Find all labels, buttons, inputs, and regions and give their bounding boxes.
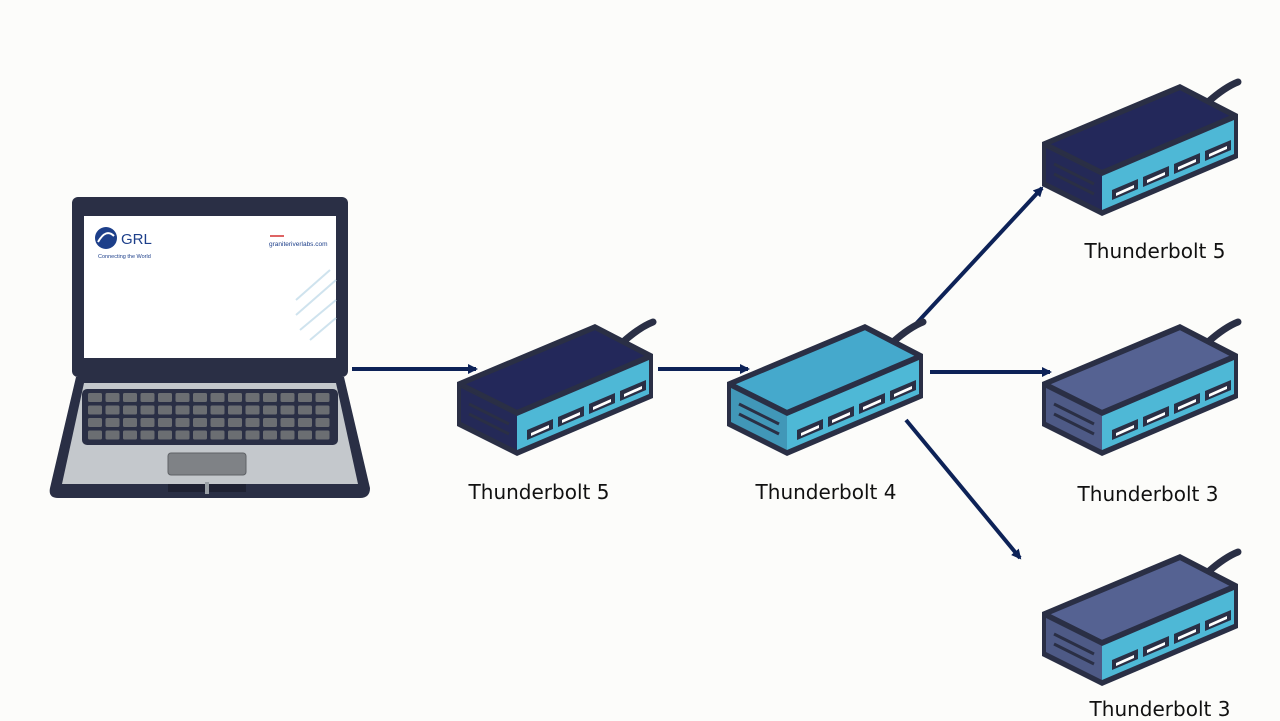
arrow-hub-2-to-hub-5 [904, 418, 1022, 560]
keyboard-key [175, 418, 190, 427]
keyboard-key [298, 393, 312, 402]
hub-5-label: Thunderbolt 3 [1089, 697, 1231, 721]
laptop-icon: GRL Connecting the World graniteriverlab… [49, 197, 371, 498]
keyboard-key [123, 405, 137, 415]
hub-3-thunderbolt-hub-icon [1042, 78, 1242, 216]
keyboard-key [263, 430, 277, 440]
connections [352, 186, 1052, 560]
keyboard-key [193, 393, 207, 402]
keyboard-key [228, 393, 242, 402]
keyboard-key [280, 393, 295, 402]
keyboard-key [280, 430, 295, 440]
keyboard-key [280, 418, 295, 427]
hub-4-thunderbolt-hub-icon [1042, 318, 1242, 456]
keyboard-key [210, 430, 225, 440]
keyboard-key [245, 418, 260, 427]
keyboard-key [140, 405, 155, 415]
keyboard-key [228, 430, 242, 440]
logo-text: GRL [121, 231, 152, 248]
keyboard-key [193, 405, 207, 415]
keyboard-key [88, 405, 102, 415]
keyboard-key [263, 393, 277, 402]
hub-2-thunderbolt-hub-icon [727, 318, 927, 456]
keyboard-key [210, 393, 225, 402]
keyboard-key [298, 418, 312, 427]
keyboard-key [140, 393, 155, 402]
keyboard-key [88, 393, 102, 402]
keyboard-key [105, 418, 120, 427]
keyboard-key [315, 430, 330, 440]
keyboard-key [298, 405, 312, 415]
keyboard-key [123, 393, 137, 402]
keyboard-key [105, 430, 120, 440]
keyboard-key [140, 430, 155, 440]
keyboard-key [105, 405, 120, 415]
keyboard-key [298, 430, 312, 440]
hub-3-label: Thunderbolt 5 [1084, 239, 1226, 263]
keyboard-key [175, 405, 190, 415]
laptop-url: graniteriverlabs.com [269, 241, 328, 248]
keyboard-key [158, 393, 172, 402]
keyboard-key [263, 405, 277, 415]
keyboard-key [315, 405, 330, 415]
hub-5-thunderbolt-hub-icon [1042, 548, 1242, 686]
keyboard-key [245, 430, 260, 440]
keyboard-key [123, 418, 137, 427]
hub-1-thunderbolt-hub-icon [457, 318, 657, 456]
keyboard-key [315, 418, 330, 427]
hub-1-label: Thunderbolt 5 [468, 480, 610, 504]
keyboard-key [105, 393, 120, 402]
keyboard-key [280, 405, 295, 415]
keyboard-key [245, 393, 260, 402]
keyboard-key [228, 418, 242, 427]
keyboard-key [158, 418, 172, 427]
keyboard-key [158, 430, 172, 440]
logo-tagline: Connecting the World [98, 254, 151, 260]
keyboard-key [88, 430, 102, 440]
keyboard-key [263, 418, 277, 427]
keyboard-key [158, 405, 172, 415]
keyboard-key [315, 393, 330, 402]
keyboard-key [175, 430, 190, 440]
hub-4-label: Thunderbolt 3 [1077, 482, 1219, 506]
keyboard-key [140, 418, 155, 427]
keyboard-key [88, 418, 102, 427]
arrow-hub-2-to-hub-3 [912, 186, 1044, 328]
keyboard-key [193, 418, 207, 427]
keyboard-key [123, 430, 137, 440]
keyboard-key [210, 418, 225, 427]
keyboard-key [210, 405, 225, 415]
keyboard-key [228, 405, 242, 415]
keyboard-key [193, 430, 207, 440]
grl-logo: GRL Connecting the World [95, 227, 152, 260]
keyboard-key [245, 405, 260, 415]
hub-2-label: Thunderbolt 4 [755, 480, 897, 504]
keyboard-key [175, 393, 190, 402]
